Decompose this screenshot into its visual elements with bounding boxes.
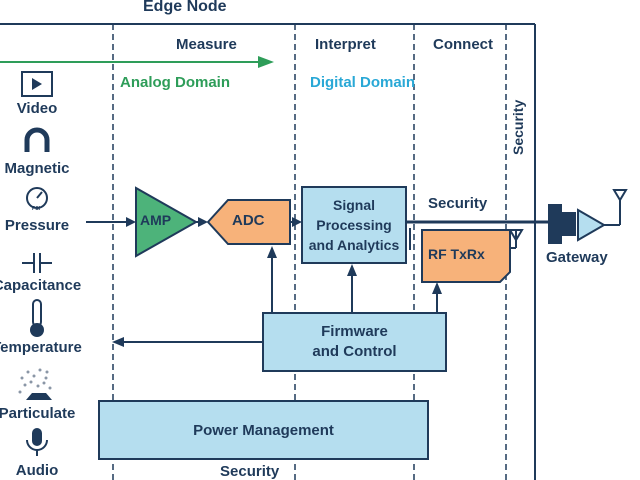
gateway-antenna-icon bbox=[612, 189, 628, 202]
microphone-icon bbox=[32, 428, 42, 446]
signal-processing-line-2: Processing bbox=[316, 217, 392, 233]
rf-txrx-label: RF TxRx bbox=[428, 246, 485, 262]
edge-node-title: Edge Node bbox=[143, 0, 227, 15]
security-bottom-label: Security bbox=[220, 463, 280, 480]
security-link-label: Security bbox=[428, 195, 488, 212]
measure-header: Measure bbox=[176, 36, 237, 53]
thermometer-bulb bbox=[30, 323, 44, 337]
gateway-label: Gateway bbox=[546, 249, 608, 266]
firmware-signal-arrow bbox=[347, 264, 357, 276]
firmware-sensor-arrow bbox=[112, 337, 124, 347]
gateway-arrow-icon bbox=[577, 208, 607, 242]
power-management-block bbox=[98, 400, 429, 460]
signal-processing-line-3: and Analytics bbox=[308, 237, 400, 253]
firmware-label: Firmware and Control bbox=[263, 322, 446, 362]
sensor-label-magnetic: Magnetic bbox=[4, 160, 70, 177]
amp-adc-arrow bbox=[198, 217, 208, 227]
magnet-icon bbox=[24, 127, 50, 152]
signal-processing-line-1: Signal bbox=[332, 197, 375, 213]
adc-signal-arrow bbox=[292, 217, 302, 227]
signal-processing-block bbox=[301, 186, 407, 264]
rf-antenna-icon bbox=[508, 229, 524, 242]
pressure-gauge-text: PSI bbox=[32, 206, 41, 212]
particulate-dots-icon bbox=[18, 368, 52, 394]
sensor-label-temperature: Temperature bbox=[0, 339, 82, 356]
analog-domain-label: Analog Domain bbox=[120, 74, 231, 91]
sensor-label-audio: Audio bbox=[15, 462, 59, 479]
pressure-gauge-icon bbox=[26, 187, 48, 209]
digital-domain-label: Digital Domain bbox=[310, 74, 416, 91]
video-icon bbox=[21, 71, 53, 97]
car-icon bbox=[26, 393, 52, 400]
signal-processing-label: Signal Processing and Analytics bbox=[302, 195, 406, 255]
gateway-plug-icon bbox=[548, 204, 562, 244]
pressure-gauge-needle bbox=[36, 191, 43, 199]
sensor-label-pressure: Pressure bbox=[4, 217, 70, 234]
adc-label: ADC bbox=[232, 212, 265, 229]
interpret-header: Interpret bbox=[315, 36, 376, 53]
power-management-label: Power Management bbox=[193, 422, 334, 439]
video-play-glyph bbox=[32, 78, 42, 90]
amp-block bbox=[135, 186, 199, 258]
amp-label: AMP bbox=[140, 212, 172, 228]
sensor-label-capacitance: Capacitance bbox=[0, 277, 82, 294]
pressure-arrow-head bbox=[126, 217, 136, 227]
gateway-plug-neck bbox=[562, 212, 576, 236]
thermometer-icon bbox=[32, 299, 42, 327]
security-vertical-label: Security bbox=[510, 99, 526, 155]
sensor-label-particulate: Particulate bbox=[0, 405, 76, 422]
connect-header: Connect bbox=[433, 36, 493, 53]
rf-txrx-block bbox=[421, 229, 511, 283]
firmware-line-2: and Control bbox=[312, 343, 397, 360]
firmware-rf-arrow bbox=[432, 282, 442, 294]
sensor-label-video: Video bbox=[16, 100, 58, 117]
firmware-adc-arrow bbox=[267, 246, 277, 258]
firmware-line-1: Firmware bbox=[321, 323, 388, 340]
analog-arrow-head bbox=[258, 56, 274, 68]
